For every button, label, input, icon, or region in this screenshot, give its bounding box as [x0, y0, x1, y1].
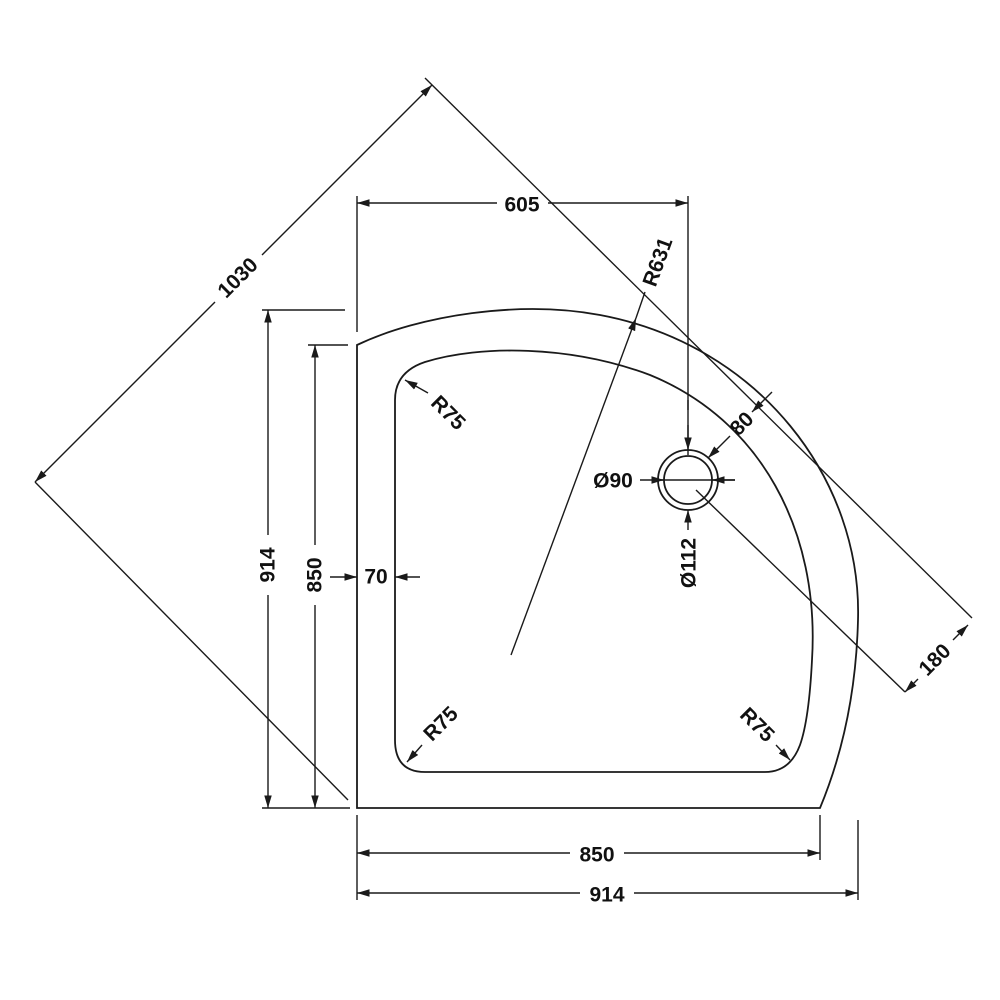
dimension-80: 80 [707, 391, 773, 459]
drain-waste [657, 400, 735, 511]
dimension-850-vertical: 850 [304, 344, 348, 808]
dimension-605: 605 [356, 194, 689, 410]
svg-text:R75: R75 [419, 702, 463, 746]
dimension-70: 70 [330, 566, 420, 589]
dimension-914-horizontal: 914 [357, 820, 859, 907]
svg-text:850: 850 [304, 557, 327, 592]
svg-text:Ø112: Ø112 [678, 538, 701, 588]
dimension-waste-112: Ø112 [678, 425, 701, 588]
svg-text:R75: R75 [426, 391, 470, 435]
dimension-r631: R631 [510, 234, 678, 656]
dimension-r75-bottom-left: R75 [406, 702, 463, 763]
tray-inner-basin [394, 349, 814, 773]
svg-text:914: 914 [257, 547, 280, 582]
dimension-180: 180 [695, 489, 969, 693]
svg-text:850: 850 [579, 844, 614, 867]
svg-text:180: 180 [914, 639, 955, 680]
dimension-1030: 1030 [34, 77, 973, 801]
dimension-914-vertical: 914 [257, 309, 350, 809]
dimension-waste-90: Ø90 [593, 470, 735, 493]
svg-text:R75: R75 [735, 703, 779, 747]
svg-text:1030: 1030 [213, 253, 262, 302]
tray-outer-outline [356, 308, 859, 809]
svg-text:80: 80 [726, 408, 759, 441]
dimension-850-horizontal: 850 [356, 815, 821, 900]
svg-text:70: 70 [364, 566, 387, 589]
svg-text:R631: R631 [639, 234, 678, 289]
dimension-r75-bottom-right: R75 [735, 703, 791, 761]
svg-text:Ø90: Ø90 [593, 470, 633, 493]
svg-text:605: 605 [504, 194, 539, 217]
dimension-r75-top-left: R75 [404, 379, 470, 435]
svg-text:914: 914 [589, 884, 624, 907]
